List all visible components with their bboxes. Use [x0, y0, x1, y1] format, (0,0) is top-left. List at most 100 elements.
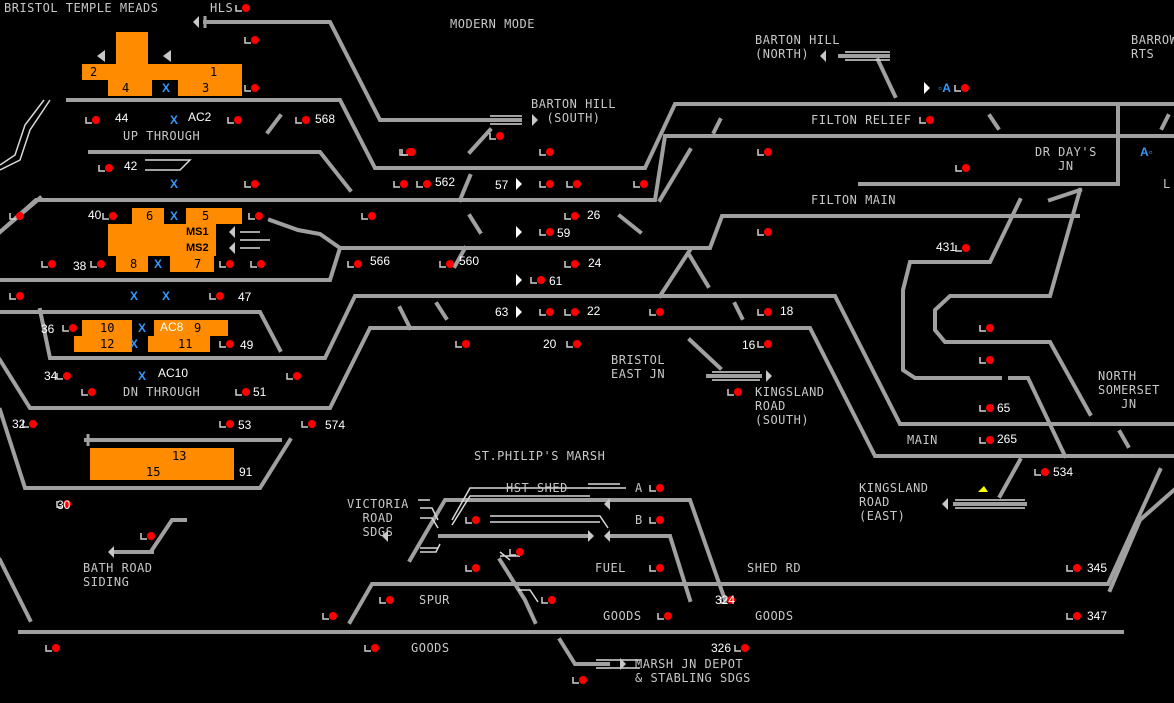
signal-head-icon[interactable] [302, 116, 310, 124]
track-bath-road[interactable] [149, 518, 187, 553]
track-tick-7[interactable] [397, 305, 413, 331]
signal-head-icon[interactable] [571, 308, 579, 316]
signal-head-icon[interactable] [1073, 612, 1081, 620]
signal-head-icon[interactable] [962, 164, 970, 172]
track-tick-1[interactable] [711, 117, 723, 135]
platform-3[interactable] [178, 80, 242, 96]
signal-head-icon[interactable] [423, 180, 431, 188]
signal-head-icon[interactable] [656, 516, 664, 524]
signal-head-icon[interactable] [962, 244, 970, 252]
track-platform-road[interactable] [88, 150, 353, 193]
track-up-main[interactable] [66, 98, 1174, 170]
signal-head-icon[interactable] [472, 516, 480, 524]
platform-block[interactable] [108, 224, 216, 256]
signal-head-icon[interactable] [371, 644, 379, 652]
signal-head-icon[interactable] [226, 260, 234, 268]
signal-head-icon[interactable] [656, 484, 664, 492]
signal-head-icon[interactable] [29, 420, 37, 428]
signal-head-icon[interactable] [48, 260, 56, 268]
signal-head-icon[interactable] [63, 372, 71, 380]
track-tick-8[interactable] [434, 301, 449, 321]
signal-head-icon[interactable] [496, 132, 504, 140]
crossover-x-button[interactable]: X [138, 369, 147, 383]
track-xover-2[interactable] [657, 247, 693, 299]
track-hst-shed[interactable] [407, 498, 728, 603]
track-tick-11[interactable] [732, 301, 745, 321]
track-dn-through[interactable] [0, 326, 1174, 458]
crossover-x-button[interactable]: X [170, 177, 179, 191]
signal-head-icon[interactable] [926, 116, 934, 124]
track-tick-2[interactable] [987, 113, 1001, 131]
signal-head-icon[interactable] [656, 308, 664, 316]
crossover-x-button[interactable]: X [154, 257, 163, 271]
track-east-curve[interactable] [1107, 487, 1174, 593]
track-marsh-jn[interactable] [557, 637, 610, 666]
signal-head-icon[interactable] [251, 36, 259, 44]
track-kingsland-south-lead[interactable] [687, 337, 723, 371]
signal-head-icon[interactable] [734, 388, 742, 396]
signal-head-icon[interactable] [109, 212, 117, 220]
track-tick-9[interactable] [617, 213, 643, 235]
platform-10[interactable] [82, 320, 132, 336]
signal-head-icon[interactable] [546, 308, 554, 316]
crossover-x-button[interactable]: X [130, 289, 139, 303]
signal-head-icon[interactable] [986, 436, 994, 444]
platform-block[interactable] [116, 32, 148, 66]
signal-head-icon[interactable] [764, 148, 772, 156]
signal-head-icon[interactable] [764, 308, 772, 316]
signal-head-icon[interactable] [986, 324, 994, 332]
signal-head-icon[interactable] [548, 596, 556, 604]
signal-head-icon[interactable] [571, 260, 579, 268]
signal-head-icon[interactable] [63, 500, 71, 508]
track-yard-lead[interactable] [497, 557, 538, 625]
signal-head-icon[interactable] [147, 532, 155, 540]
signal-head-icon[interactable] [1073, 564, 1081, 572]
signal-head-icon[interactable] [69, 324, 77, 332]
signal-head-icon[interactable] [368, 212, 376, 220]
signal-head-icon[interactable] [234, 116, 242, 124]
track-tick-12[interactable] [265, 113, 283, 135]
signal-head-icon[interactable] [1041, 468, 1049, 476]
track-tick-3[interactable] [1159, 113, 1171, 131]
crossover-x-button[interactable]: X [138, 321, 147, 335]
track-kingsland-east-lead[interactable] [997, 457, 1023, 499]
track-tick-4[interactable] [457, 173, 473, 203]
signal-head-icon[interactable] [472, 564, 480, 572]
track-xover-1[interactable] [657, 147, 693, 203]
signal-head-icon[interactable] [52, 644, 60, 652]
signal-head-icon[interactable] [741, 644, 749, 652]
signal-head-icon[interactable] [293, 372, 301, 380]
signal-head-icon[interactable] [764, 340, 772, 348]
signal-head-icon[interactable] [546, 228, 554, 236]
signal-head-icon[interactable] [242, 388, 250, 396]
crossover-x-button[interactable]: X [170, 209, 179, 223]
signal-head-icon[interactable] [727, 596, 735, 604]
track-barton-north[interactable] [875, 57, 898, 99]
track-tick-5[interactable] [452, 245, 468, 269]
signal-head-icon[interactable] [462, 340, 470, 348]
platform-5[interactable] [186, 208, 242, 224]
crossover-x-button[interactable]: X [170, 113, 179, 127]
signal-head-icon[interactable] [242, 4, 250, 12]
signal-head-icon[interactable] [226, 340, 234, 348]
track-shed-rd[interactable] [347, 467, 1163, 625]
track-drdays-main[interactable] [858, 102, 1120, 186]
track-north-somerset[interactable] [1008, 376, 1068, 459]
signal-head-icon[interactable] [537, 276, 545, 284]
track-main-down[interactable] [37, 294, 1174, 426]
track-drdays-2[interactable] [933, 187, 1093, 417]
platform-11[interactable] [148, 336, 210, 352]
signal-head-icon[interactable] [546, 148, 554, 156]
signal-head-icon[interactable] [97, 260, 105, 268]
signal-head-icon[interactable] [516, 548, 524, 556]
platform-block[interactable] [82, 64, 242, 80]
signal-head-icon[interactable] [257, 260, 265, 268]
signal-head-icon[interactable] [105, 164, 113, 172]
signal-head-icon[interactable] [216, 292, 224, 300]
track-west-goods[interactable] [0, 557, 33, 623]
signal-head-icon[interactable] [88, 388, 96, 396]
crossover-x-button[interactable]: X [162, 289, 171, 303]
platform-9[interactable] [154, 320, 228, 336]
barrow-button[interactable]: A◦ [1140, 145, 1153, 159]
platform-13-15[interactable] [90, 448, 234, 480]
